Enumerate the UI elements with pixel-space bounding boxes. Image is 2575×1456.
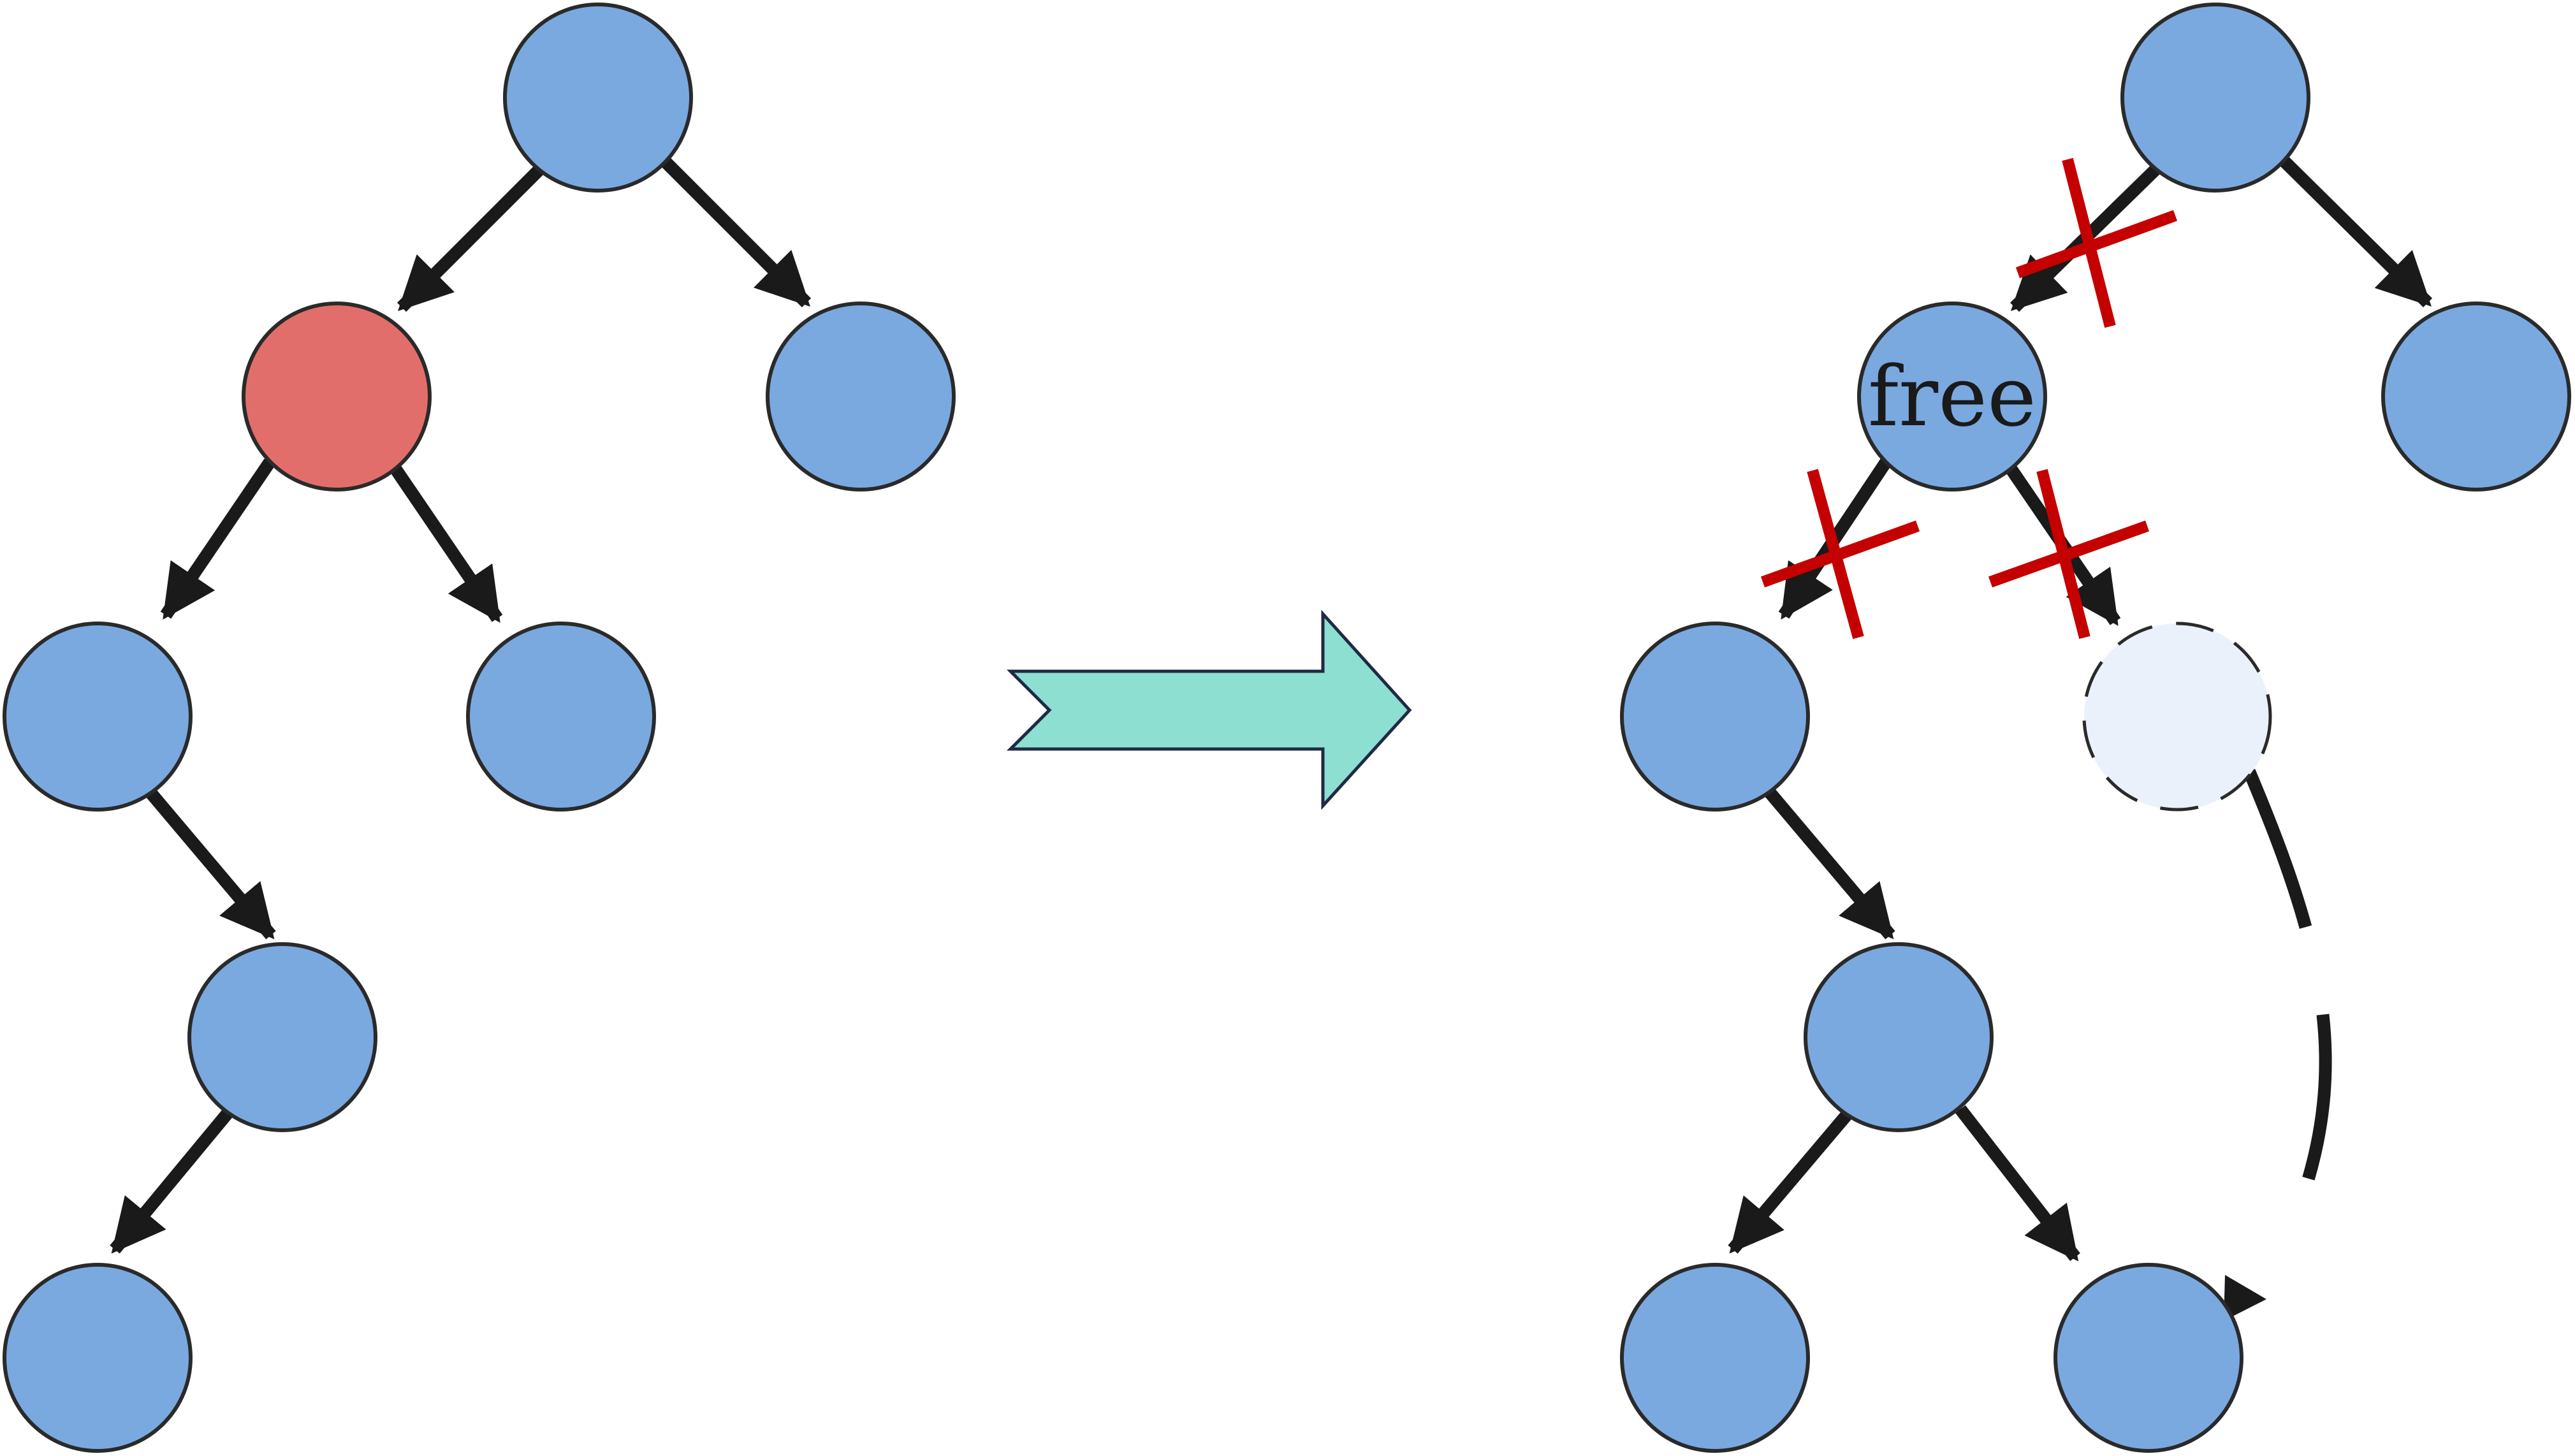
edge-child-to-left-leaf	[1728, 1108, 1854, 1254]
edge-root-to-left	[397, 162, 547, 312]
edge-red-to-left	[160, 458, 275, 620]
cross-icon	[1988, 469, 2150, 639]
edge-node-to-child	[145, 787, 276, 940]
tree-node	[187, 942, 377, 1132]
tree-node	[1620, 622, 1810, 812]
cross-icon	[2015, 157, 2178, 328]
edge-root-to-right	[658, 154, 812, 308]
edge-node-to-child	[1764, 787, 1895, 940]
cross-icon	[1760, 469, 1920, 639]
edge-child-to-leaf	[110, 1108, 233, 1254]
edge-root-to-right	[2277, 154, 2433, 308]
severed-link-marks	[1760, 157, 2178, 639]
right-arrow-icon	[1006, 609, 1412, 810]
tree-node	[3, 1263, 193, 1453]
tree-node	[466, 622, 656, 812]
left-tree-edges	[110, 154, 812, 1254]
ghost-node	[2082, 622, 2272, 812]
relink-arrowhead	[2224, 1275, 2266, 1321]
tree-node	[1620, 1263, 1810, 1453]
tree-node	[2053, 1263, 2243, 1453]
tree-node	[3, 622, 193, 812]
tree-node-root	[2120, 3, 2310, 193]
tree-node-freed	[1857, 302, 2047, 491]
tree-node	[2381, 302, 2571, 491]
edge-red-to-right	[388, 463, 503, 623]
edge-child-to-right-leaf	[1955, 1105, 2080, 1262]
tree-node-root	[503, 3, 693, 193]
left-tree	[3, 3, 956, 1453]
free-label: free	[1868, 348, 2036, 445]
tree-node-highlighted	[242, 302, 432, 491]
relink-dashed-arrow	[2243, 769, 2332, 1259]
tree-node	[1804, 942, 1994, 1132]
tree-node	[766, 302, 956, 491]
right-tree: free	[1620, 3, 2571, 1453]
